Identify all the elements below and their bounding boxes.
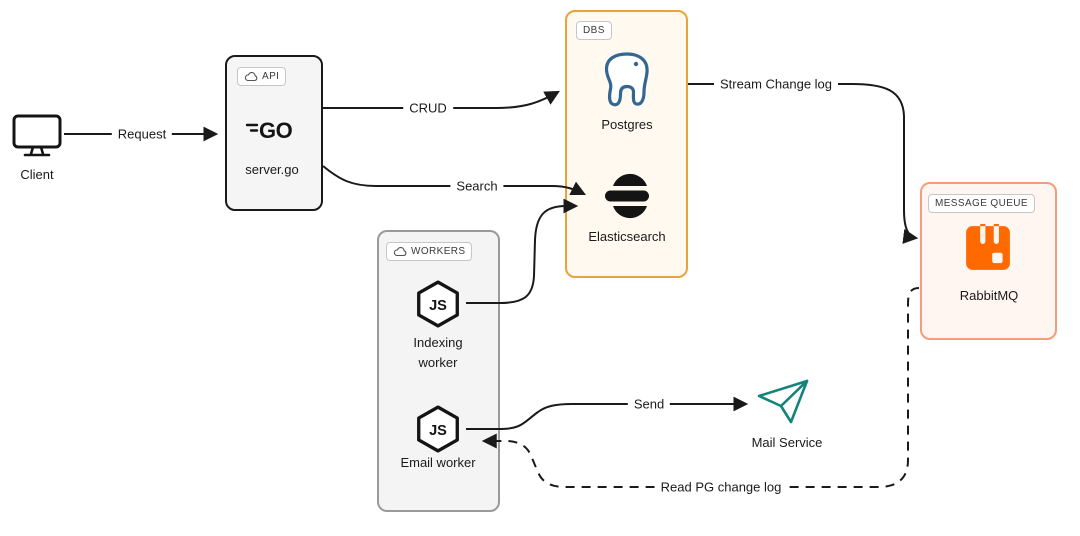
elasticsearch-label: Elasticsearch [588, 229, 666, 244]
server-go-label: server.go [245, 162, 299, 177]
edge-label-search: Search [450, 177, 504, 195]
cloud-icon [393, 246, 407, 256]
api-badge-label: API [262, 71, 280, 82]
edge-label-request: Request [111, 125, 173, 143]
client-monitor-icon [12, 110, 62, 162]
paper-plane-icon [755, 378, 813, 426]
edge-label-send: Send [627, 395, 671, 413]
postgres-label: Postgres [601, 117, 653, 132]
elasticsearch-icon [603, 172, 651, 220]
edge-read-pg-change-log-arrow [481, 287, 920, 488]
cloud-icon [244, 71, 258, 81]
edge-send-arrow [466, 396, 749, 430]
workers-badge-label: WORKERS [411, 246, 466, 257]
js-logo-text: JS [429, 298, 447, 314]
postgres-icon [601, 50, 653, 110]
edge-label-crud: CRUD [403, 99, 453, 117]
message-queue-group-badge: MESSAGE QUEUE [928, 194, 1035, 213]
indexing-worker-label: Indexing worker [413, 335, 463, 370]
email-worker-label: Email worker [400, 455, 476, 470]
workers-group-badge: WORKERS [386, 242, 473, 261]
dbs-group-badge: DBS [576, 21, 612, 40]
mail-service-label: Mail Service [751, 435, 823, 450]
edge-label-stream-change-log: Stream Change log [713, 75, 839, 93]
api-group-badge: API [237, 67, 287, 86]
dbs-badge-label: DBS [583, 25, 605, 36]
nodejs-icon: JS [413, 404, 463, 454]
go-logo-text: GO [259, 118, 293, 143]
js-logo-text: JS [429, 423, 447, 439]
nodejs-icon: JS [413, 279, 463, 329]
rabbitmq-icon [963, 223, 1013, 273]
edge-label-read-pg-change-log: Read PG change log [654, 478, 788, 496]
edge-stream-change-log-arrow [688, 83, 919, 244]
go-logo-icon: GO [245, 111, 301, 147]
rabbitmq-label: RabbitMQ [959, 288, 1019, 303]
message-queue-badge-label: MESSAGE QUEUE [935, 198, 1028, 209]
client-label: Client [20, 167, 54, 182]
